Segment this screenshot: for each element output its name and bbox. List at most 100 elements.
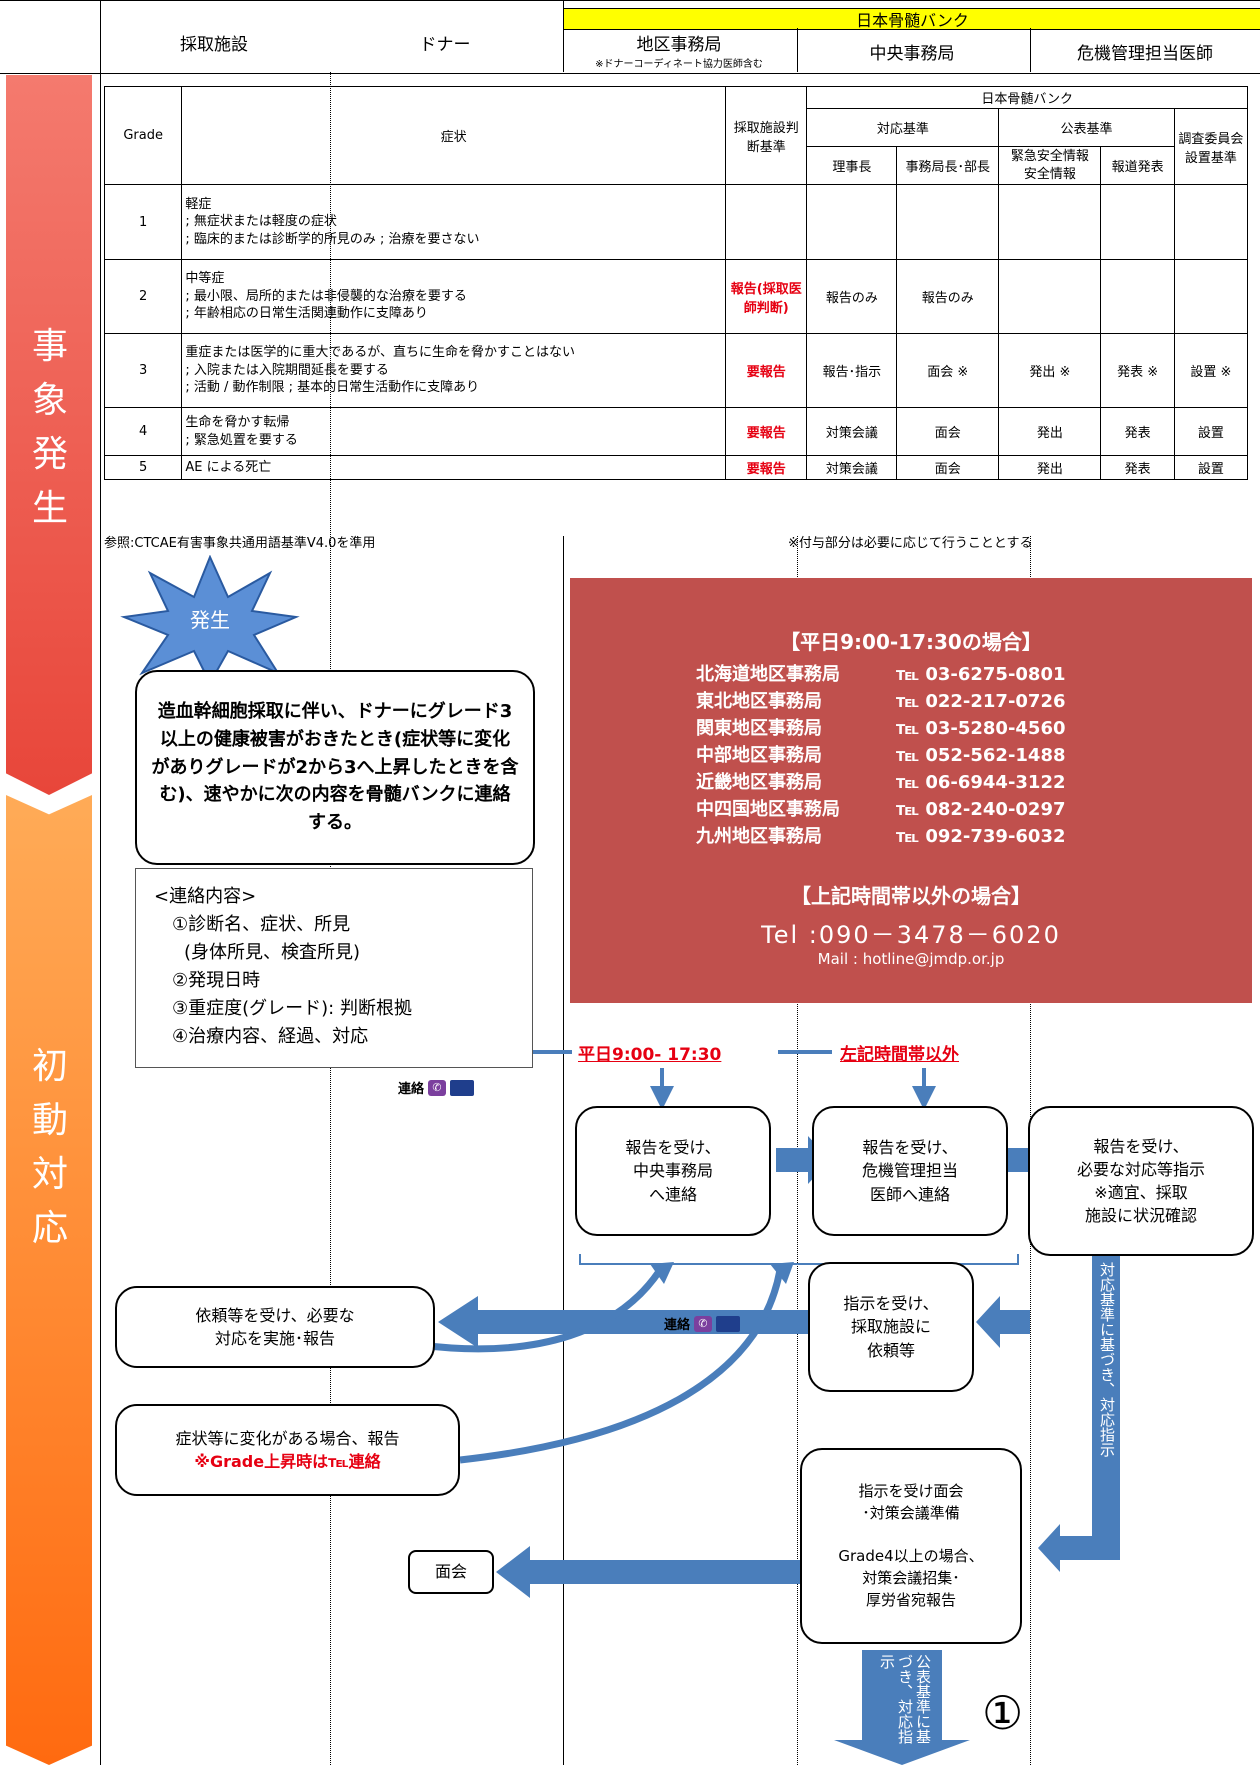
cell-director: 面会 bbox=[896, 455, 1000, 481]
header-central: 中央事務局 bbox=[869, 43, 955, 64]
cell-chairman: 報告･指示 bbox=[806, 333, 898, 409]
th-press: 報道発表 bbox=[1100, 145, 1175, 186]
grade-table: Grade 症状 採取施設判断基準 日本骨髄バンク 対応基準 公表基準 調査委員… bbox=[103, 85, 1249, 481]
th-response: 対応基準 bbox=[806, 108, 1000, 147]
central-request-box: 指示を受け、 採取施設に 依頼等 bbox=[808, 1262, 974, 1392]
contact-item: (身体所見、検査所見) bbox=[184, 942, 361, 963]
th-grade: Grade bbox=[103, 85, 183, 186]
cell-director: 面会 bbox=[896, 407, 1000, 457]
header-doctor: 危機管理担当医師 bbox=[1077, 43, 1213, 64]
asterisk-note: ※付与部分は必要に応じて行うこととする bbox=[788, 536, 1033, 551]
contact-item: ③重症度(グレード): 判断根拠 bbox=[172, 998, 412, 1019]
office-row: 中部地区事務局 ℡ 052-562-1488 bbox=[696, 742, 1126, 769]
header-district: 地区事務局 ※ドナーコーディネート協力医師含む bbox=[563, 30, 795, 70]
meeting-box: 面会 bbox=[408, 1550, 494, 1594]
cell-emergency bbox=[998, 184, 1102, 261]
phone-icon: ✆ bbox=[694, 1315, 713, 1332]
office-tel: ℡ 092-739-6032 bbox=[896, 826, 1066, 847]
table-row: 2 中等症 ; 最小限、局所的または非侵襲的な治療を要する ; 年齢相応の日常生… bbox=[103, 259, 1249, 335]
weekday-title: 【平日9:00-17:30の場合】 bbox=[780, 630, 1042, 654]
th-emergency: 緊急安全情報 安全情報 bbox=[998, 145, 1102, 186]
ref-note: 参照:CTCAE有害事象共通用語基準V4.0を準用 bbox=[104, 536, 376, 551]
header-donor: ドナー bbox=[419, 34, 471, 55]
phase-initial-label: 初動対応 bbox=[31, 1046, 68, 1249]
facility-action-box: 依頼等を受け、必要な 対応を実施･報告 bbox=[115, 1286, 435, 1368]
cell-symptom: 重症または医学的に重大であるが、直ちに生命を脅かすことはない ; 入院または入院… bbox=[181, 333, 726, 409]
contact-item: ①診断名、症状、所見 bbox=[172, 914, 351, 935]
offhours-mail: Mail : hotline@jmdp.or.jp bbox=[817, 950, 1005, 968]
office-tel: ℡ 022-217-0726 bbox=[896, 691, 1066, 712]
header-divider bbox=[563, 0, 564, 72]
cell-grade: 4 bbox=[103, 407, 183, 457]
table-row: 4 生命を脅かす転帰 ; 緊急処置を要する 要報告 対策会議 面会 発出 発表 … bbox=[103, 407, 1249, 457]
cell-facility bbox=[724, 184, 808, 261]
arrow-public-label: 公表基準に基づき、対応指示 bbox=[878, 1654, 932, 1744]
table-row: 5 AE による死亡 要報告 対策会議 面会 発出 発表 設置 bbox=[103, 455, 1249, 481]
cell-symptom: AE による死亡 bbox=[181, 455, 726, 481]
cell-emergency: 発出 bbox=[998, 455, 1102, 481]
th-committee: 調査委員会設置基準 bbox=[1173, 107, 1249, 186]
burst-label: 発生 bbox=[190, 608, 230, 632]
office-row: 九州地区事務局 ℡ 092-739-6032 bbox=[696, 823, 1126, 850]
phase-occurrence bbox=[6, 75, 92, 795]
contact-item: ④治療内容、経過、対応 bbox=[172, 1026, 369, 1047]
office-tel: ℡ 06-6944-3122 bbox=[896, 772, 1066, 793]
office-name: 中部地区事務局 bbox=[696, 745, 822, 766]
cell-director: 面会 ※ bbox=[896, 333, 1000, 409]
cell-emergency: 発出 bbox=[998, 407, 1102, 457]
office-list: 北海道地区事務局 ℡ 03-6275-0801 東北地区事務局 ℡ 022-217-… bbox=[696, 661, 1126, 850]
facility-change-box: 症状等に変化がある場合、報告 ※Grade上昇時は℡連絡 bbox=[115, 1404, 460, 1496]
office-name: 中四国地区事務局 bbox=[696, 799, 840, 820]
mail-icon bbox=[450, 1079, 475, 1096]
mail-icon bbox=[716, 1315, 741, 1332]
cell-press: 発表 bbox=[1100, 407, 1175, 457]
cell-facility: 要報告 bbox=[724, 455, 808, 481]
district-note: ※ドナーコーディネート協力医師含む bbox=[595, 59, 763, 70]
cell-committee: 設置 bbox=[1173, 455, 1249, 481]
th-facility: 採取施設判断基準 bbox=[724, 85, 808, 186]
office-tel: ℡ 03-6275-0801 bbox=[896, 664, 1066, 685]
office-name: 九州地区事務局 bbox=[696, 826, 822, 847]
cell-director: 報告のみ bbox=[896, 259, 1000, 335]
route-offhours: 左記時間帯以外 bbox=[840, 1045, 959, 1065]
cell-chairman: 対策会議 bbox=[806, 455, 898, 481]
contact-item: ②発現日時 bbox=[172, 970, 261, 991]
cell-committee: 設置 ※ bbox=[1173, 333, 1249, 409]
cell-grade: 5 bbox=[103, 455, 183, 481]
hotline-panel: 【平日9:00-17:30の場合】 北海道地区事務局 ℡ 03-6275-0801… bbox=[570, 578, 1252, 1003]
th-chairman: 理事長 bbox=[806, 145, 898, 186]
route-weekday: 平日9:00- 17:30 bbox=[578, 1045, 722, 1065]
page-marker: ① bbox=[982, 1686, 1024, 1740]
lane-line bbox=[563, 536, 564, 1765]
facility-change-note: ※Grade上昇時は℡連絡 bbox=[194, 1452, 381, 1471]
office-name: 近畿地区事務局 bbox=[696, 772, 822, 793]
occurrence-box: 造血幹細胞採取に伴い、ドナーにグレード3以上の健康被害がおきたとき(症状等に変化… bbox=[135, 670, 535, 865]
contact-label: 連絡 bbox=[398, 1082, 425, 1097]
office-row: 中四国地区事務局 ℡ 082-240-0297 bbox=[696, 796, 1126, 823]
contact-box: <連絡内容> ①診断名、症状、所見 (身体所見、検査所見) ②発現日時 ③重症度… bbox=[135, 868, 533, 1068]
office-name: 東北地区事務局 bbox=[696, 691, 822, 712]
cell-symptom: 中等症 ; 最小限、局所的または非侵襲的な治療を要する ; 年齢相応の日常生活関… bbox=[181, 259, 726, 335]
jmdp-banner: 日本骨髄バンク bbox=[563, 8, 1260, 30]
cell-symptom: 軽症 ; 無症状または軽度の症状 ; 臨床的または診断学的所見のみ ; 治療を要… bbox=[181, 184, 726, 261]
cell-press: 発表 ※ bbox=[1100, 333, 1175, 409]
office-tel: ℡ 052-562-1488 bbox=[896, 745, 1066, 766]
cell-emergency: 発出 ※ bbox=[998, 333, 1102, 409]
header-divider bbox=[1030, 28, 1031, 72]
cell-facility: 要報告 bbox=[724, 333, 808, 409]
central-meeting-box: 指示を受け面会 ･対策会議準備 Grade4以上の場合、 対策会議招集･ 厚労省… bbox=[800, 1448, 1022, 1644]
office-row: 北海道地区事務局 ℡ 03-6275-0801 bbox=[696, 661, 1126, 688]
cell-press bbox=[1100, 184, 1175, 261]
facility-change-text: 症状等に変化がある場合、報告 bbox=[175, 1428, 400, 1448]
doctor-instruct-box: 報告を受け、 必要な対応等指示 ※適宜、採取 施設に状況確認 bbox=[1028, 1106, 1254, 1256]
office-name: 北海道地区事務局 bbox=[696, 664, 840, 685]
cell-grade: 2 bbox=[103, 259, 183, 335]
office-row: 東北地区事務局 ℡ 022-217-0726 bbox=[696, 688, 1126, 715]
phone-icon: ✆ bbox=[428, 1079, 447, 1096]
offhours-title: 【上記時間帯以外の場合】 bbox=[791, 884, 1031, 908]
office-name: 関東地区事務局 bbox=[696, 718, 822, 739]
office-tel: ℡ 082-240-0297 bbox=[896, 799, 1066, 820]
cell-committee bbox=[1173, 184, 1249, 261]
cell-grade: 1 bbox=[103, 184, 183, 261]
